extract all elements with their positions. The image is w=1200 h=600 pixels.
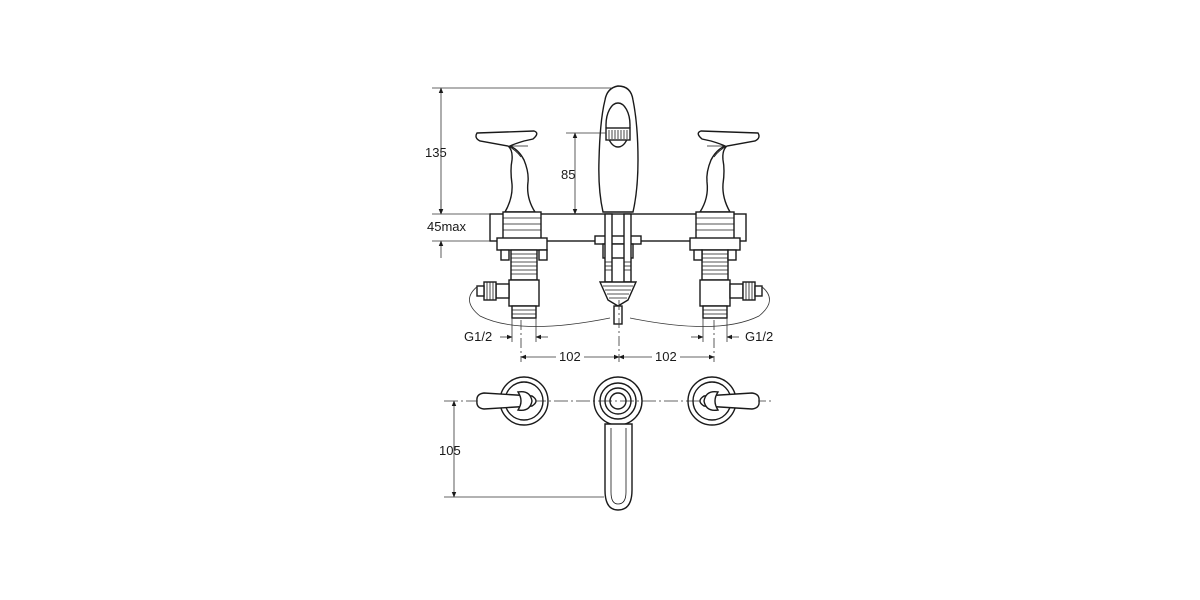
dim-spout-reach: 105 [439, 400, 604, 498]
dim-deck-thickness-label: 45max [427, 219, 467, 234]
dim-spout-height-label: 85 [561, 167, 575, 182]
left-valve-body [469, 211, 611, 327]
centerlines [520, 300, 715, 362]
dim-thread-left-label: G1/2 [464, 329, 492, 344]
dim-spout-reach-label: 105 [439, 443, 461, 458]
dim-thread-left: G1/2 [464, 318, 548, 344]
dim-thread-right-label: G1/2 [745, 329, 773, 344]
plan-right-handle [687, 376, 760, 426]
dim-spout-height: 85 [561, 132, 606, 215]
dim-spacing-right-label: 102 [655, 349, 677, 364]
right-handle [697, 130, 760, 213]
dim-thread-right: G1/2 [691, 318, 773, 344]
dim-spacing-left-label: 102 [559, 349, 581, 364]
dim-deck-thickness: 45max [427, 200, 490, 258]
front-elevation: 135 85 45max G1/2 G1 [425, 85, 773, 364]
left-handle [475, 130, 538, 213]
right-valve-body [629, 211, 770, 327]
spout [594, 85, 642, 325]
dim-spacing: 102 102 [520, 348, 715, 364]
plan-left-handle [476, 376, 549, 426]
dim-total-height: 135 [425, 87, 612, 215]
plan-view: 105 [439, 376, 774, 511]
dim-total-height-label: 135 [425, 145, 447, 160]
plan-spout [593, 376, 643, 511]
